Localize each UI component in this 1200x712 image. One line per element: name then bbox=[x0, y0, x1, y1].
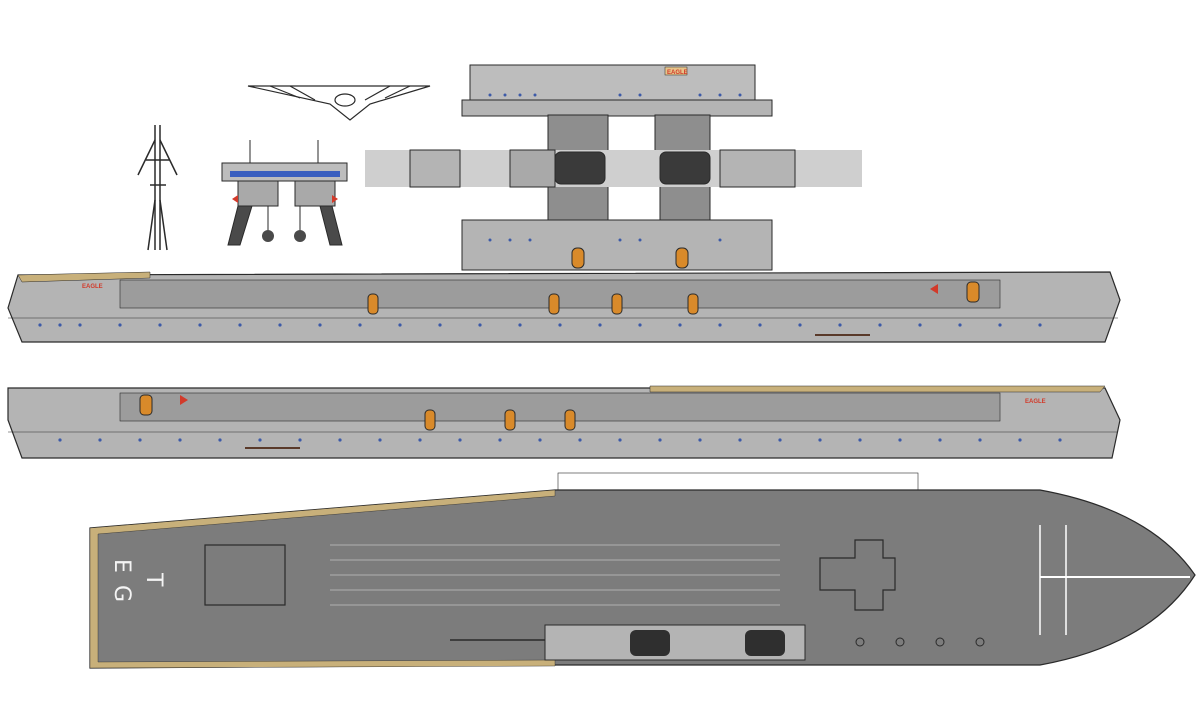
starboard-hull-name: EAGLE bbox=[82, 284, 103, 290]
port-hull-name: EAGLE bbox=[1025, 399, 1046, 405]
island-superstructure: EAGLE bbox=[461, 64, 773, 271]
crane-front-icon bbox=[221, 140, 348, 246]
red-arrow-icon bbox=[930, 284, 938, 294]
island-name-plate: EAGLE bbox=[667, 70, 688, 76]
starboard-hull-profile: EAGLE bbox=[7, 271, 1121, 343]
deck-letter-e: E bbox=[109, 559, 134, 573]
port-hull-profile: EAGLE bbox=[7, 385, 1121, 459]
island-plan bbox=[450, 624, 985, 661]
crane-gantry-icon bbox=[247, 85, 431, 121]
deck-letter-t: T bbox=[141, 572, 166, 587]
deck-letter-g: G bbox=[109, 585, 134, 602]
flight-deck-plan: T E G bbox=[89, 472, 1196, 669]
funnel-top-band bbox=[365, 149, 862, 188]
tripod-mast-icon bbox=[137, 125, 178, 251]
